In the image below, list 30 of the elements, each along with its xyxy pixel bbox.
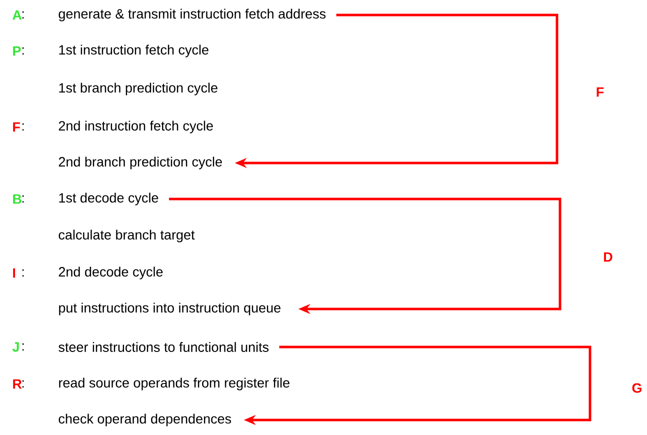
text-line: 2nd instruction fetch cycle: [58, 120, 213, 134]
stage-letter: F: [13, 122, 20, 132]
text-line: 1st branch prediction cycle: [59, 82, 218, 96]
colon: :: [22, 343, 24, 351]
colon: :: [22, 123, 24, 131]
stage-letter: P: [13, 46, 21, 56]
edge-label: G: [632, 383, 642, 393]
stage-letter: B: [13, 194, 22, 204]
text-line: steer instructions to functional units: [58, 342, 269, 352]
text-line: read source operands from register file: [59, 378, 290, 390]
text-line: 1st instruction fetch cycle: [59, 44, 208, 58]
stage-letter: R: [13, 379, 22, 389]
stage-letter: I: [13, 268, 16, 278]
text-line: 2nd branch prediction cycle: [58, 156, 222, 170]
edge-label: D: [604, 252, 612, 262]
colon: :: [22, 380, 24, 388]
text-line: check operand dependences: [58, 414, 232, 426]
text-line: 1st decode cycle: [59, 192, 158, 206]
text-line: generate & transmit instruction fetch address: [58, 8, 326, 22]
edge-label: F: [596, 87, 604, 97]
stage-letter: A: [12, 10, 22, 20]
stage-letter: J: [12, 342, 19, 352]
bracket-arrow: [168, 198, 562, 314]
colon: :: [22, 195, 24, 203]
text-line: put instructions into instruction queue: [59, 302, 280, 316]
text-line: 2nd decode cycle: [58, 266, 163, 280]
colon: :: [22, 269, 24, 277]
colon: :: [22, 47, 24, 55]
text-line: calculate branch target: [58, 230, 195, 242]
colon: :: [22, 11, 24, 19]
